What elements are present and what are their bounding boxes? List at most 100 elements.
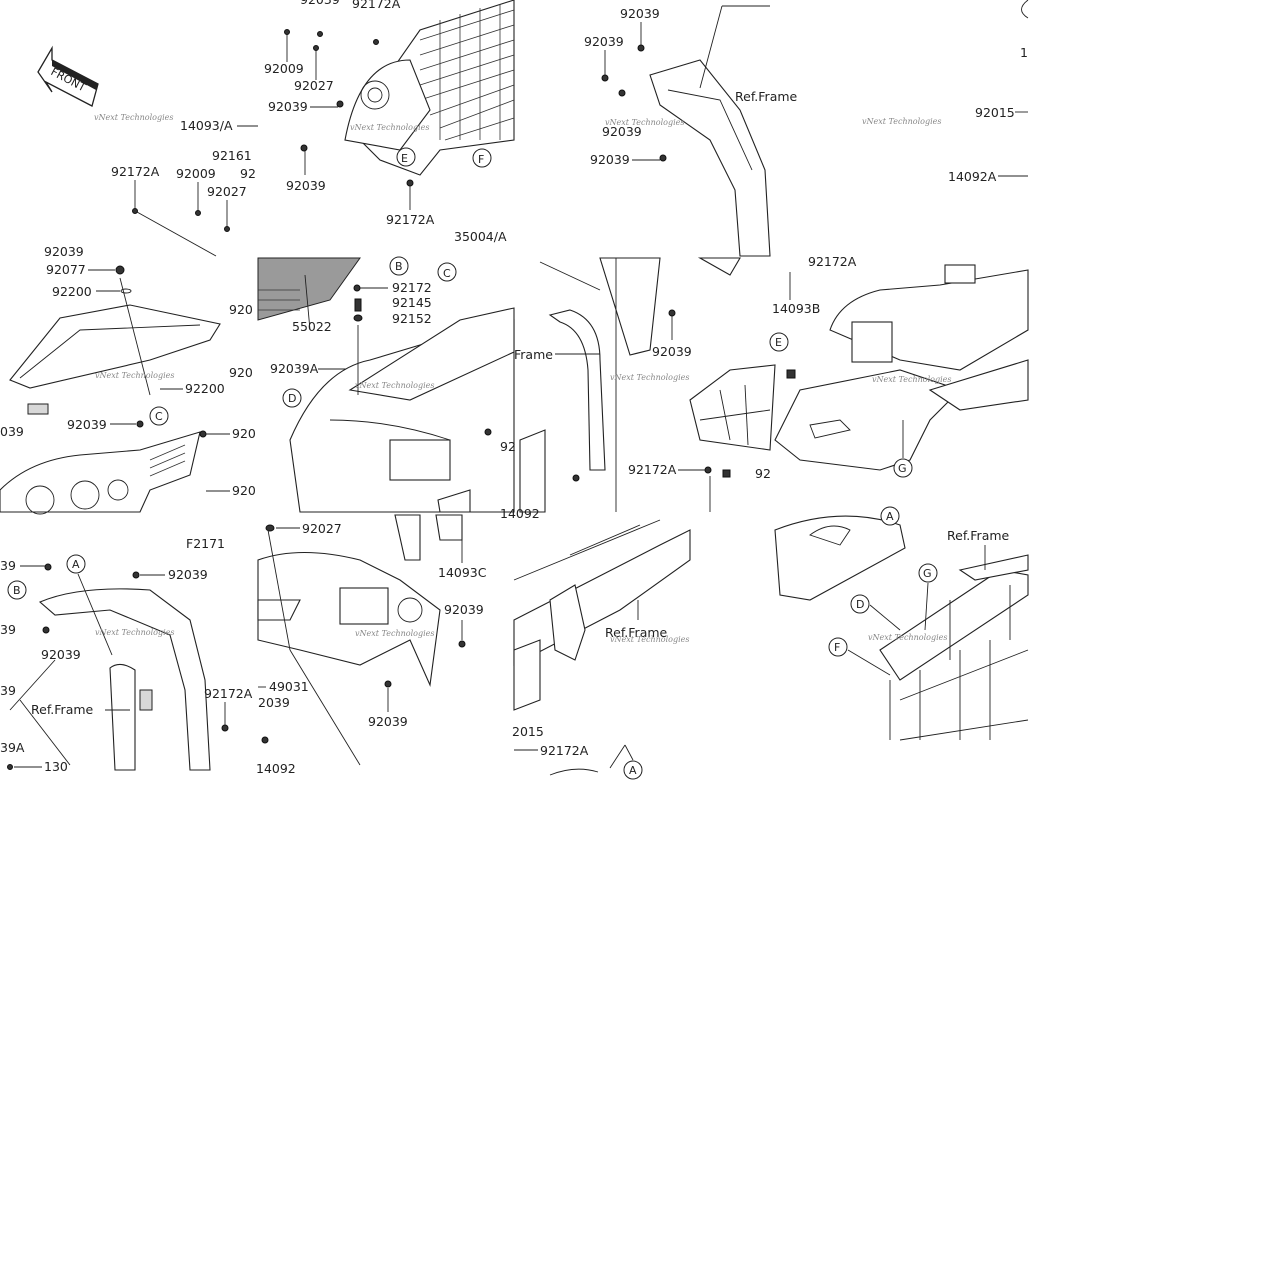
- svg-text:Frame: Frame: [514, 347, 553, 362]
- watermark: vNext Technologies: [872, 375, 951, 384]
- callout-g: G: [898, 462, 907, 475]
- frame-rail: [513, 519, 691, 711]
- part-label: 92039: [444, 602, 484, 617]
- part-label: 92039: [168, 567, 208, 582]
- svg-text:39: 39: [0, 622, 16, 637]
- svg-text:92039: 92039: [300, 0, 340, 7]
- part-label: 130: [44, 759, 68, 774]
- callout-e: E: [401, 152, 408, 165]
- watermark: vNext Technologies: [94, 113, 173, 122]
- part-label: 35004/A: [454, 229, 507, 244]
- callout-c: C: [443, 267, 451, 280]
- part-label: 92039: [41, 647, 81, 662]
- part-label: 92015: [975, 105, 1015, 120]
- svg-text:92: 92: [500, 439, 516, 454]
- svg-text:039: 039: [0, 424, 24, 439]
- part-label: 92027: [294, 78, 334, 93]
- part-label: 92039: [620, 6, 660, 21]
- part-label: 92039: [590, 152, 630, 167]
- part-label: 92039: [584, 34, 624, 49]
- part-label: 92009: [264, 61, 304, 76]
- svg-text:920: 920: [229, 365, 253, 380]
- callout-b: B: [395, 260, 403, 273]
- watermark: vNext Technologies: [350, 123, 429, 132]
- part-label: 92200: [52, 284, 92, 299]
- svg-text:1: 1: [1020, 45, 1028, 60]
- part-label: 92172A: [540, 743, 589, 758]
- callout-a: A: [629, 764, 637, 777]
- callout-b: B: [13, 584, 21, 597]
- watermark: vNext Technologies: [95, 628, 174, 637]
- svg-text:39: 39: [0, 558, 16, 573]
- part-label: 92039: [602, 124, 642, 139]
- watermark: vNext Technologies: [862, 117, 941, 126]
- part-label: 92009: [176, 166, 216, 181]
- callout-e: E: [775, 336, 782, 349]
- part-label: 92172A: [386, 212, 435, 227]
- part-label: 14093C: [438, 565, 487, 580]
- part-label: 92172A: [352, 0, 401, 11]
- frame-bracket: [519, 257, 741, 513]
- callout-f: F: [834, 641, 840, 654]
- svg-text:2015: 2015: [512, 724, 544, 739]
- callout-g: G: [923, 567, 932, 580]
- ref-frame-label: Ref.Frame: [605, 625, 668, 640]
- watermark: vNext Technologies: [868, 633, 947, 642]
- callout-d: D: [856, 598, 864, 611]
- rear-dash-panel: [257, 514, 463, 688]
- part-label: 92200: [185, 381, 225, 396]
- ref-frame-label: Ref.Frame: [31, 702, 94, 717]
- part-label: 92039: [652, 344, 692, 359]
- part-label: 14093B: [772, 301, 820, 316]
- ref-frame-label: Ref.Frame: [947, 528, 1010, 543]
- callout-f: F: [478, 153, 484, 166]
- ref-frame-label: Ref.Frame: [735, 89, 798, 104]
- part-label: 92039: [67, 417, 107, 432]
- part-label: 49031: [269, 679, 309, 694]
- watermark: vNext Technologies: [355, 629, 434, 638]
- part-label: 92161: [212, 148, 252, 163]
- watermark: vNext Technologies: [610, 635, 689, 644]
- part-label: 92027: [302, 521, 342, 536]
- rear-fender-panel: [38, 588, 211, 771]
- svg-text:920: 920: [232, 426, 256, 441]
- svg-text:39: 39: [0, 683, 16, 698]
- watermark: vNext Technologies: [605, 118, 684, 127]
- part-label: 14093/A: [180, 118, 233, 133]
- svg-text:14092: 14092: [500, 506, 540, 521]
- part-label: 92039: [44, 244, 84, 259]
- callout-a: A: [886, 510, 894, 523]
- part-label: 92039A: [270, 361, 319, 376]
- watermark: vNext Technologies: [610, 373, 689, 382]
- svg-text:92: 92: [240, 166, 256, 181]
- svg-text:920: 920: [229, 302, 253, 317]
- front-cover-panel: [9, 304, 221, 415]
- part-label: 92172A: [204, 686, 253, 701]
- part-label: 92039: [368, 714, 408, 729]
- part-label: 14092: [256, 761, 296, 776]
- part-label: 92039: [268, 99, 308, 114]
- part-label: 92172A: [628, 462, 677, 477]
- watermark: vNext Technologies: [355, 381, 434, 390]
- part-label: 14092A: [948, 169, 997, 184]
- part-label: 92172A: [808, 254, 857, 269]
- watermark: vNext Technologies: [95, 371, 174, 380]
- part-label: 92152: [392, 311, 432, 326]
- dash-gauge-panel: [0, 431, 201, 515]
- callout-d: D: [288, 392, 296, 405]
- figure-code: F2171: [186, 536, 225, 551]
- part-label: 92077: [46, 262, 86, 277]
- part-label: 92027: [207, 184, 247, 199]
- svg-text:2039: 2039: [258, 695, 290, 710]
- part-label: 92172: [392, 280, 432, 295]
- part-label: 92172A: [111, 164, 160, 179]
- part-label: 39A: [0, 740, 25, 755]
- front-arrow-icon: FRONT: [37, 45, 99, 107]
- radiator-grille-panel: [344, 0, 515, 176]
- callout-c: C: [155, 410, 163, 423]
- part-label: 55022: [292, 319, 332, 334]
- front-fender-panel: [649, 59, 771, 257]
- svg-text:920: 920: [232, 483, 256, 498]
- svg-text:92: 92: [755, 466, 771, 481]
